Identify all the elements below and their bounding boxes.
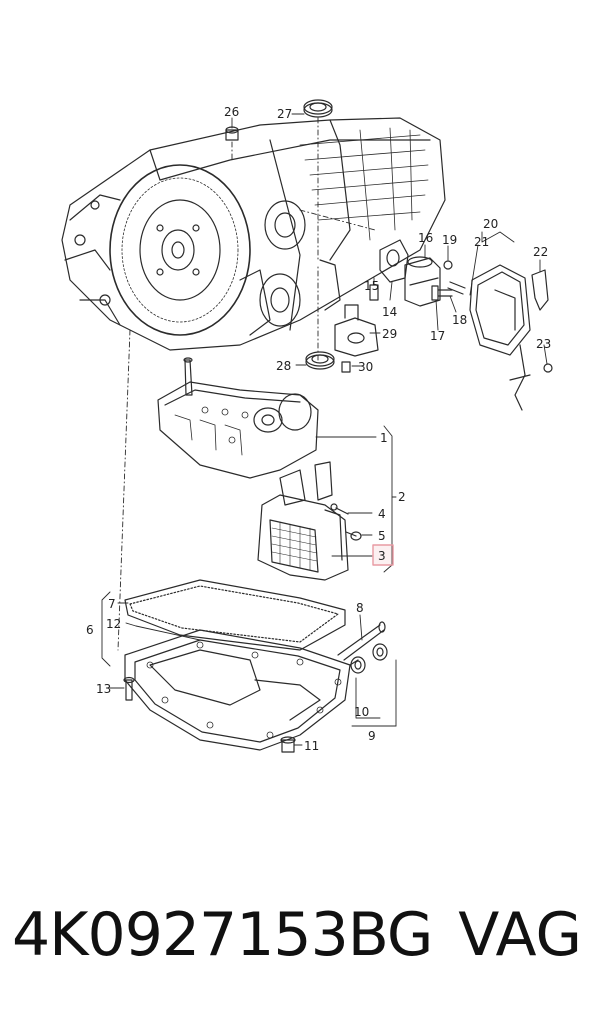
callout-29: 29: [382, 327, 397, 341]
callout-27: 27: [277, 107, 292, 121]
callout-5: 5: [378, 529, 386, 543]
plug-10: [350, 656, 366, 674]
callout-8: 8: [356, 601, 364, 615]
plug-9: [372, 643, 388, 661]
brand-name: VAG: [458, 900, 582, 970]
part-number: 4K0927153BG: [12, 900, 433, 970]
callout-14: 14: [382, 305, 397, 319]
callout-9: 9: [368, 729, 376, 743]
callout-21: 21: [474, 235, 489, 249]
callout-22: 22: [533, 245, 548, 259]
bolt-13: [123, 676, 135, 701]
callout-18: 18: [452, 313, 467, 327]
mount-14: [379, 239, 409, 283]
callout-23: 23: [536, 337, 551, 351]
callout-20: 20: [483, 217, 498, 231]
callout-labels: 26 27 16 19 20 21 22 15 14 18 29 17 23 2…: [86, 105, 551, 753]
callout-17: 17: [430, 329, 445, 343]
nut-19: [443, 260, 453, 270]
bolt-26: [225, 126, 239, 141]
transmission-housing: [61, 117, 446, 351]
callout-2: 2: [398, 490, 406, 504]
callout-4: 4: [378, 507, 386, 521]
mount-29: [334, 304, 379, 357]
drain-plug-11: [280, 736, 296, 753]
callout-19: 19: [442, 233, 457, 247]
callout-26: 26: [224, 105, 239, 119]
callout-15: 15: [364, 279, 379, 293]
callout-12: 12: [106, 617, 121, 631]
callout-6: 6: [86, 623, 94, 637]
seal-28: [305, 351, 335, 370]
screw-23: [543, 363, 553, 373]
bolt-18b: [447, 281, 466, 295]
callout-1: 1: [380, 431, 388, 445]
oil-pan-6: [124, 629, 351, 751]
bolt-5: [345, 531, 362, 541]
callout-30: 30: [358, 360, 373, 374]
callout-7: 7: [108, 597, 116, 611]
bolt-4: [330, 503, 349, 515]
bolt-30: [341, 361, 351, 373]
gasket-7: [124, 579, 346, 651]
actuator-18: [404, 256, 441, 307]
callout-11: 11: [304, 739, 319, 753]
callout-16: 16: [418, 231, 433, 245]
callout-28: 28: [276, 359, 291, 373]
bolt-15: [369, 284, 379, 301]
callout-13: 13: [96, 682, 111, 696]
caption-bar: 4K0927153BG VAG: [0, 895, 600, 985]
exploded-parts-diagram: 26 27 16 19 20 21 22 15 14 18 29 17 23 2…: [61, 99, 553, 753]
callout-10: 10: [354, 705, 369, 719]
callout-3: 3: [378, 549, 386, 563]
clip-22: [531, 269, 549, 311]
highlight-box-3: [372, 544, 394, 566]
seal-27: [303, 99, 333, 118]
cover-20: [469, 264, 531, 411]
valve-body-1: [157, 357, 319, 479]
mechatronic-unit-3: [257, 461, 349, 581]
